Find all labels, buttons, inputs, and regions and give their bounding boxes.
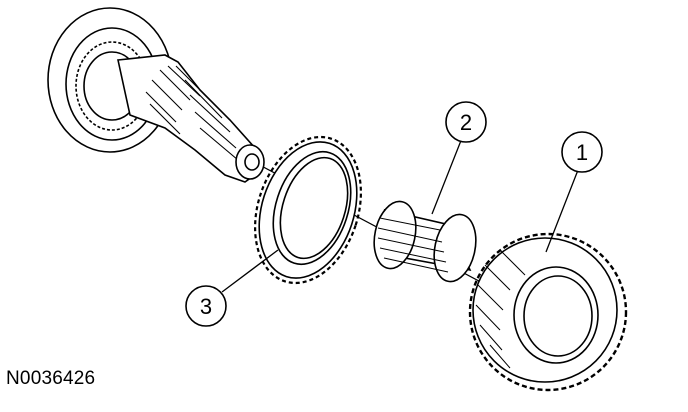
figure-id: N0036426 [6, 368, 96, 389]
needle-bearing [373, 200, 477, 283]
callout-3: 3 [185, 249, 279, 327]
helical-gear [468, 232, 628, 392]
output-shaft [47, 7, 265, 183]
callout-2-label: 2 [460, 110, 472, 135]
synchronizer-ring [253, 135, 363, 285]
callout-3-label: 3 [200, 294, 212, 319]
callout-1-label: 1 [576, 140, 588, 165]
callout-1: 1 [545, 131, 603, 253]
shaft-splines [145, 65, 239, 161]
callout-2: 2 [431, 101, 487, 215]
